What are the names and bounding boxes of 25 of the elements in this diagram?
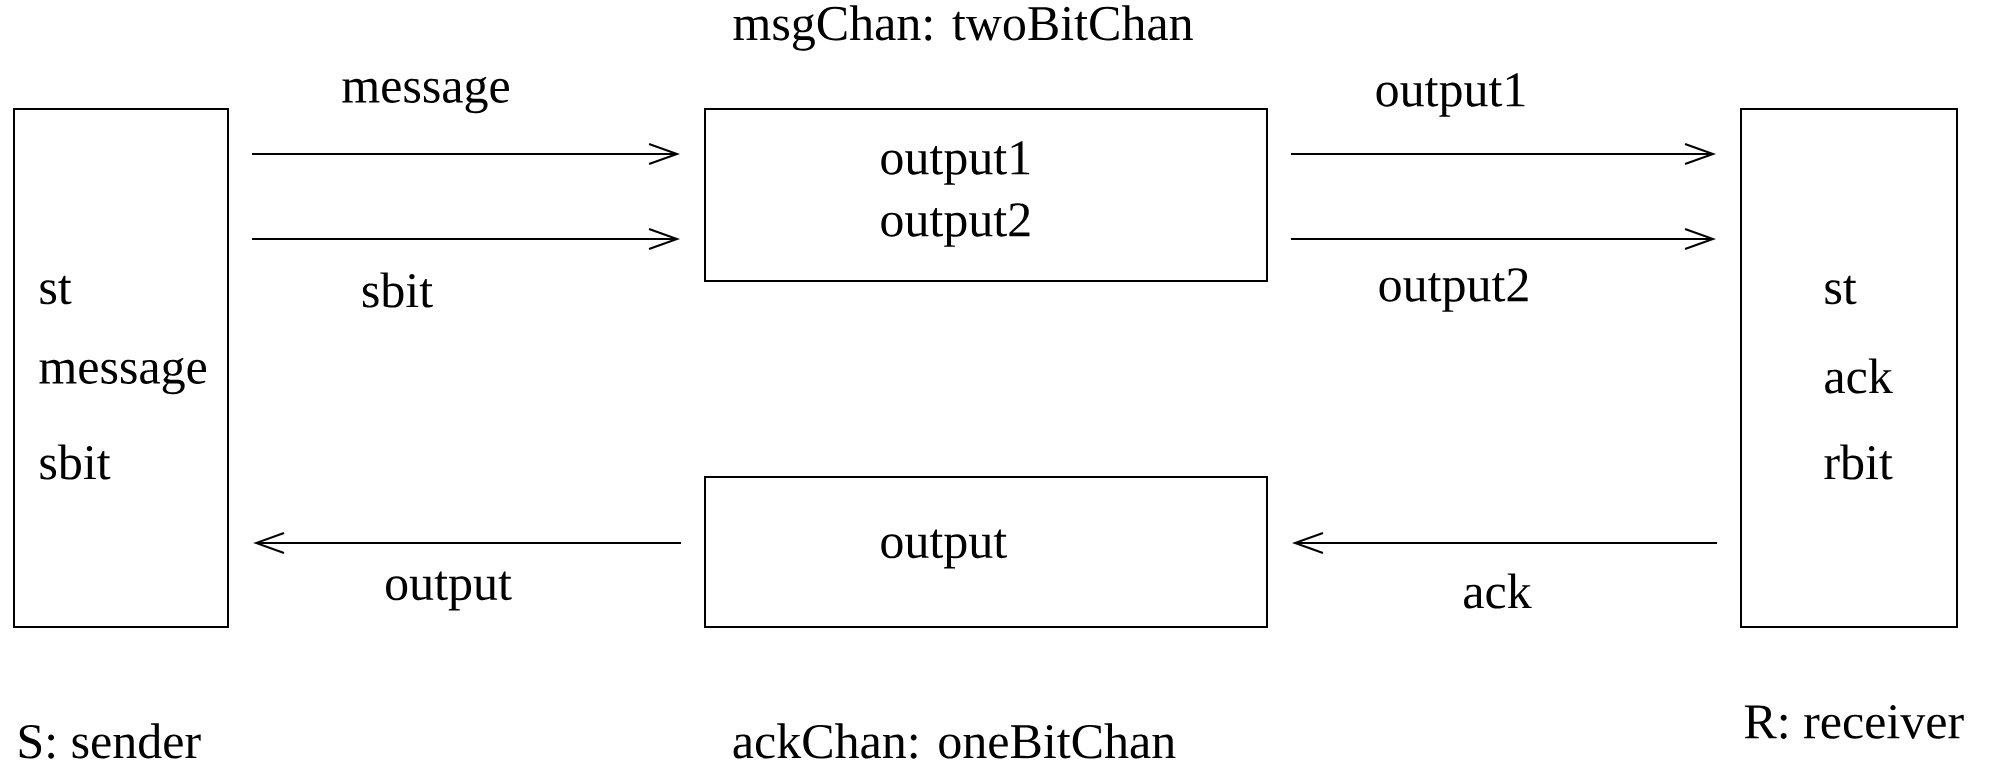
variable-label: ack [1825, 358, 1893, 394]
block-caption: msgChan: twoBitChan [733, 5, 1193, 51]
arrow [1290, 143, 1716, 165]
arrow [1292, 532, 1718, 554]
variable-label: message [39, 357, 207, 395]
edge-label: ack [1460, 571, 1534, 611]
variable-label: output [881, 529, 1007, 569]
variable-label: output2 [881, 203, 1030, 247]
arrow [253, 532, 682, 554]
arrow [251, 143, 680, 165]
edge-label: output2 [1375, 266, 1533, 314]
variable-label: output1 [881, 141, 1030, 185]
edge-label: output [382, 569, 514, 613]
block-caption: ackChan: oneBitChan [733, 723, 1176, 759]
edge-label: sbit [358, 270, 436, 310]
variable-label: st [1825, 275, 1857, 305]
block-caption: R: receiver [1744, 705, 1964, 739]
edge-label: output1 [1372, 71, 1530, 119]
arrow [251, 228, 680, 250]
edge-label: message [339, 74, 513, 116]
variable-label: rbit [1824, 444, 1893, 480]
variable-label: st [40, 275, 72, 305]
variable-label: sbit [40, 444, 111, 480]
arrow [1290, 228, 1716, 250]
block-caption: S: sender [19, 723, 201, 759]
